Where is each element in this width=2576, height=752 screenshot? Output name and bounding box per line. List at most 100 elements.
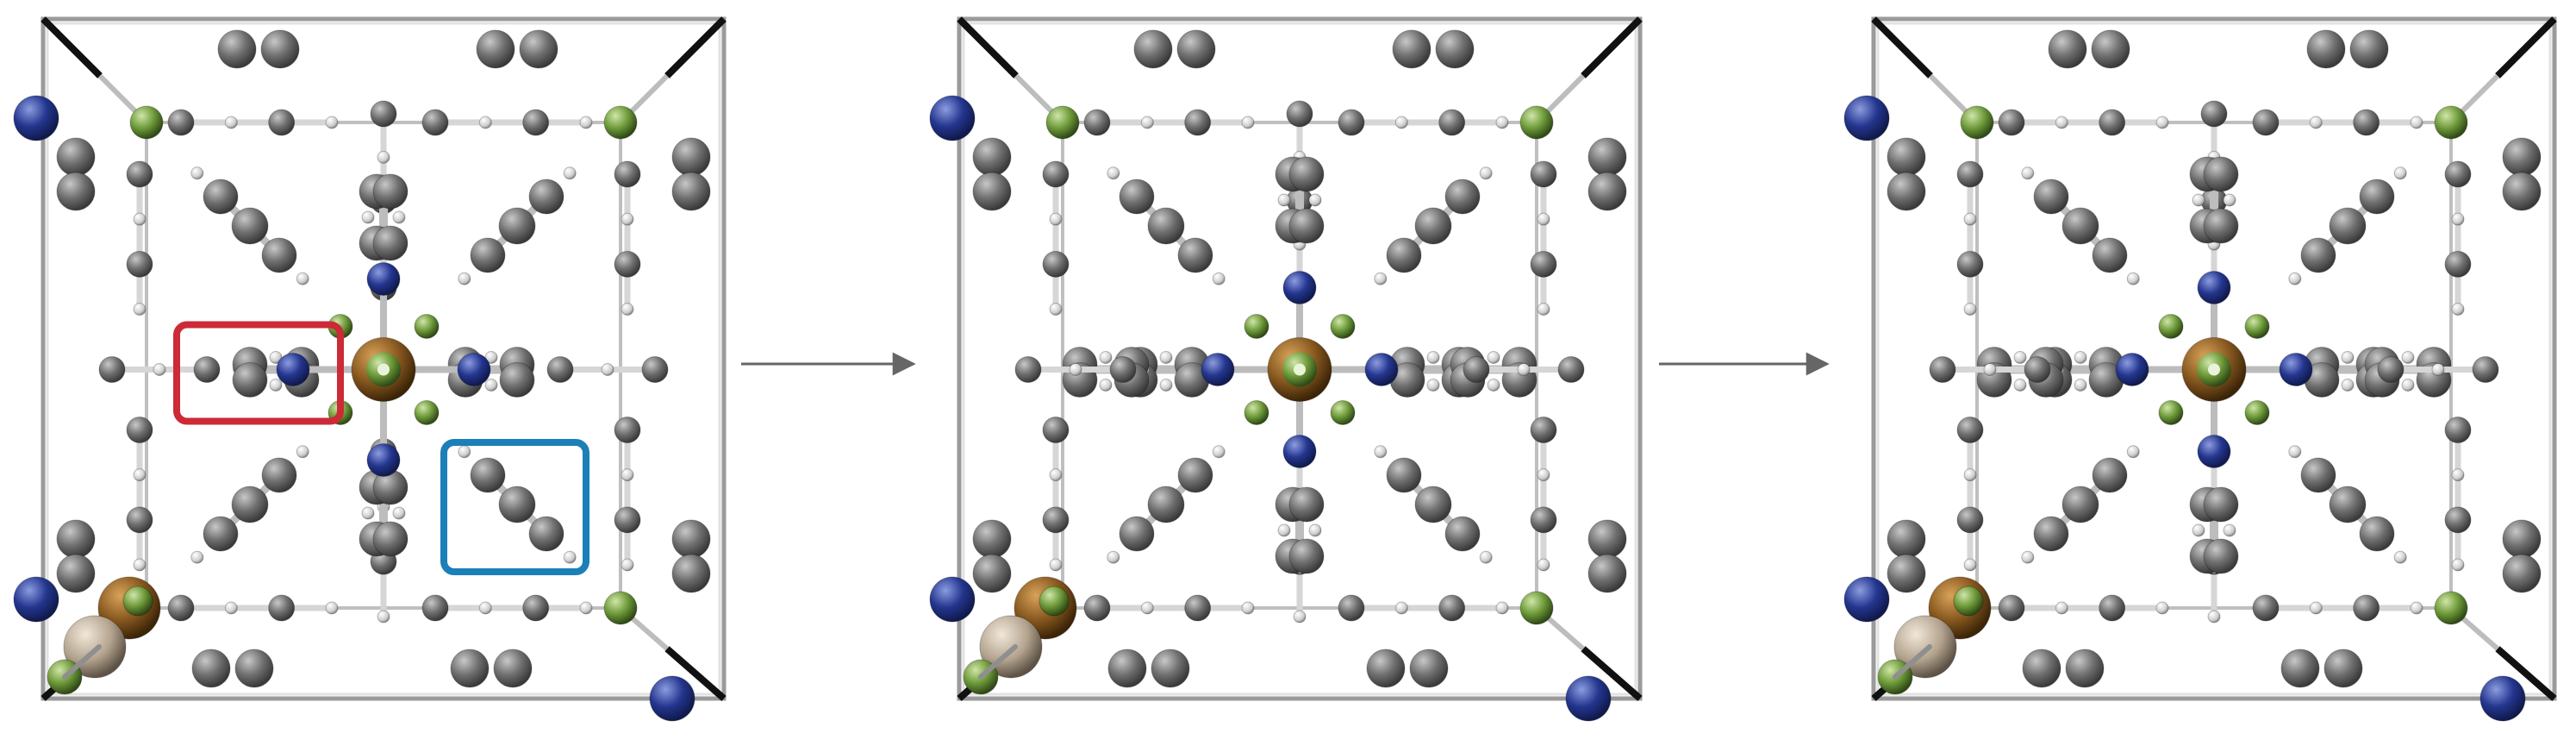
atom-c — [2203, 486, 2239, 523]
atom-c — [1414, 486, 1452, 523]
atom-c — [1887, 172, 1926, 211]
atom-c — [1338, 109, 1365, 136]
atom-c — [2353, 594, 2380, 622]
atom-h — [361, 210, 375, 224]
atom-c — [372, 225, 409, 261]
atom-h — [1426, 379, 1440, 392]
atom-c — [1366, 649, 1406, 688]
bond — [62, 644, 102, 680]
atom-c — [1587, 172, 1627, 211]
atom-c — [522, 594, 550, 622]
atom-c — [421, 109, 449, 136]
atom-h — [1479, 550, 1493, 564]
atom-h — [1963, 558, 1977, 572]
atom-c — [191, 649, 231, 688]
atom-h — [2410, 601, 2423, 615]
atom-c — [1338, 594, 1365, 622]
atom-h — [1099, 379, 1113, 392]
atom-c — [1386, 237, 1422, 273]
atom-h — [2207, 610, 2221, 624]
unit-cell-outer-inner — [1876, 22, 2552, 696]
atom-c — [671, 137, 711, 177]
atom-h — [1212, 445, 1226, 459]
atom-cl — [1519, 591, 1554, 625]
atom-c — [2033, 516, 2069, 552]
atom-cl — [1960, 105, 1994, 140]
atom-cl — [1519, 105, 1554, 140]
atom-c — [1119, 516, 1155, 552]
cell-edge-dark — [664, 646, 727, 702]
atom-n — [929, 95, 976, 141]
atom-h — [1495, 601, 1509, 615]
atom-h — [1517, 363, 1531, 376]
atom-c — [1177, 237, 1213, 273]
atom-c — [1530, 250, 1557, 278]
atom-cl — [1330, 314, 1356, 339]
atom-h — [1049, 303, 1063, 316]
atom-h — [2192, 523, 2205, 537]
atom-cl — [1045, 105, 1080, 140]
atom-h — [1099, 351, 1113, 364]
cell-edge-dark — [41, 16, 103, 78]
atom-h — [1374, 445, 1388, 459]
atom-h — [1140, 116, 1154, 129]
atom-n — [13, 95, 59, 141]
atom-h — [269, 379, 283, 392]
atom-cl — [1330, 400, 1356, 425]
atom-h — [2021, 550, 2035, 564]
atom-c — [2280, 649, 2320, 688]
unit-cell-outer-inner — [962, 22, 1637, 696]
atom-c — [2300, 457, 2336, 493]
cell-edge-dark — [1871, 16, 1933, 78]
atom-h — [1107, 550, 1120, 564]
atom-c — [1409, 649, 1449, 688]
panel-left — [13, 16, 727, 722]
atom-c — [2359, 179, 2395, 215]
atom-h — [1241, 116, 1255, 129]
atom-h — [2192, 193, 2205, 207]
atom-cl — [1039, 586, 1070, 617]
atom-h — [296, 272, 309, 285]
atom-c — [1929, 356, 1956, 383]
atom-cl — [2434, 591, 2468, 625]
atom-c — [370, 100, 397, 128]
atom-n — [13, 576, 59, 623]
panel-middle — [929, 16, 1643, 722]
atom-h — [2013, 379, 2027, 392]
atom-c — [614, 506, 641, 534]
atom-h — [621, 558, 634, 572]
atom-c — [522, 109, 550, 136]
cell-edge-dark — [2495, 16, 2557, 78]
atom-c — [1083, 594, 1111, 622]
atom-h — [325, 116, 339, 129]
atom-c — [2444, 506, 2472, 534]
atom-h — [2451, 558, 2465, 572]
atom-c — [1184, 109, 1212, 136]
atom-h — [1308, 193, 1322, 207]
atom-c — [1530, 506, 1557, 534]
atom-c — [1587, 554, 1627, 593]
atom-n — [1282, 271, 1317, 304]
atom-c — [2061, 486, 2099, 523]
atom-c — [1042, 506, 1070, 534]
atom-h — [2021, 166, 2035, 180]
atom-c — [2022, 649, 2061, 688]
atom-h — [1495, 116, 1509, 129]
atom-cl — [414, 400, 440, 425]
atom-c — [2306, 29, 2346, 69]
bond — [1893, 644, 1932, 680]
atom-c — [499, 362, 535, 398]
atom-c — [1444, 179, 1481, 215]
atom-c — [546, 356, 574, 383]
atom-c — [56, 554, 96, 593]
atom-h — [2401, 351, 2415, 364]
atom-n — [1282, 435, 1317, 468]
atom-h — [1537, 468, 1550, 482]
atom-c — [126, 506, 153, 534]
atom-c — [1042, 160, 1070, 188]
atom-h — [1487, 379, 1500, 392]
atom-c — [232, 362, 268, 398]
atom-c — [231, 486, 269, 523]
atom-h — [361, 506, 375, 520]
